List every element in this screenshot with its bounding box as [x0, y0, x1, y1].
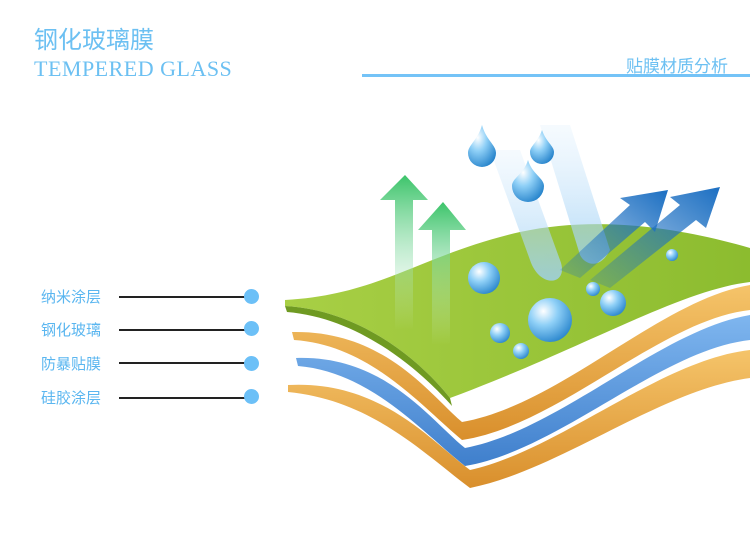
- leader-line: [119, 296, 249, 298]
- marker-dot: [244, 289, 259, 304]
- layer-label-silicone-coating: 硅胶涂层: [41, 389, 102, 407]
- leader-line: [119, 397, 249, 399]
- silicone-layer: [288, 350, 750, 488]
- section-divider: [362, 74, 750, 77]
- section-title: 贴膜材质分析: [626, 57, 728, 77]
- page-title: 钢化玻璃膜: [34, 26, 154, 54]
- leader-line: [119, 362, 249, 364]
- layer-label-tempered-glass: 钢化玻璃: [41, 321, 102, 339]
- vapor-arrows: [380, 175, 466, 345]
- marker-dot: [244, 356, 259, 371]
- marker-dot: [244, 389, 259, 404]
- water-deflect-arrows: [560, 187, 720, 288]
- leader-line: [119, 329, 249, 331]
- explosion-proof-layer: [296, 315, 750, 466]
- layer-label-nano-coating: 纳米涂层: [41, 288, 102, 306]
- water-streams: [490, 125, 610, 281]
- glass-layer: [292, 285, 750, 440]
- marker-dot: [244, 321, 259, 336]
- page-subtitle: TEMPERED GLASS: [34, 56, 233, 81]
- water-droplets: [468, 125, 678, 359]
- layer-label-explosion-proof-film: 防暴贴膜: [41, 355, 102, 373]
